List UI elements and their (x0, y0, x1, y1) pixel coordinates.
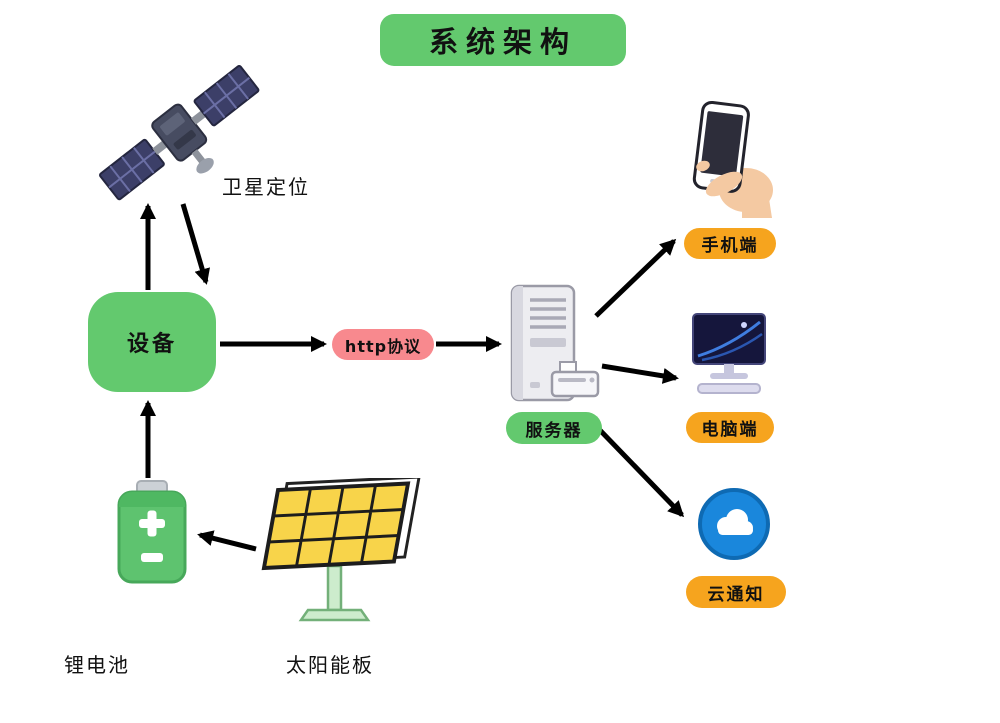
server-icon (504, 282, 604, 407)
satellite-icon (88, 52, 273, 207)
monitor-icon (688, 312, 773, 404)
device-node: 设备 (88, 292, 216, 392)
http-protocol-badge: http协议 (332, 329, 434, 360)
edge-server-phone (594, 238, 677, 318)
solar-panel-icon (248, 475, 423, 623)
phone-hand-icon (672, 100, 777, 220)
phone-endpoint-label: 手机端 (684, 228, 776, 259)
satellite-label: 卫星定位 (222, 175, 310, 199)
edge-server-pc (601, 363, 679, 384)
server-label: 服务器 (506, 412, 602, 444)
page-title: 系统架构 (380, 14, 626, 66)
edge-satellite-device (180, 203, 210, 285)
solar-panel-label: 太阳能板 (286, 653, 374, 677)
cloud-endpoint-label: 云通知 (686, 576, 786, 608)
edge-server-cloud (592, 422, 685, 518)
battery-icon (110, 479, 194, 585)
cloud-notification-icon (696, 486, 772, 562)
pc-endpoint-label: 电脑端 (686, 412, 774, 443)
battery-label: 锂电池 (64, 653, 130, 677)
